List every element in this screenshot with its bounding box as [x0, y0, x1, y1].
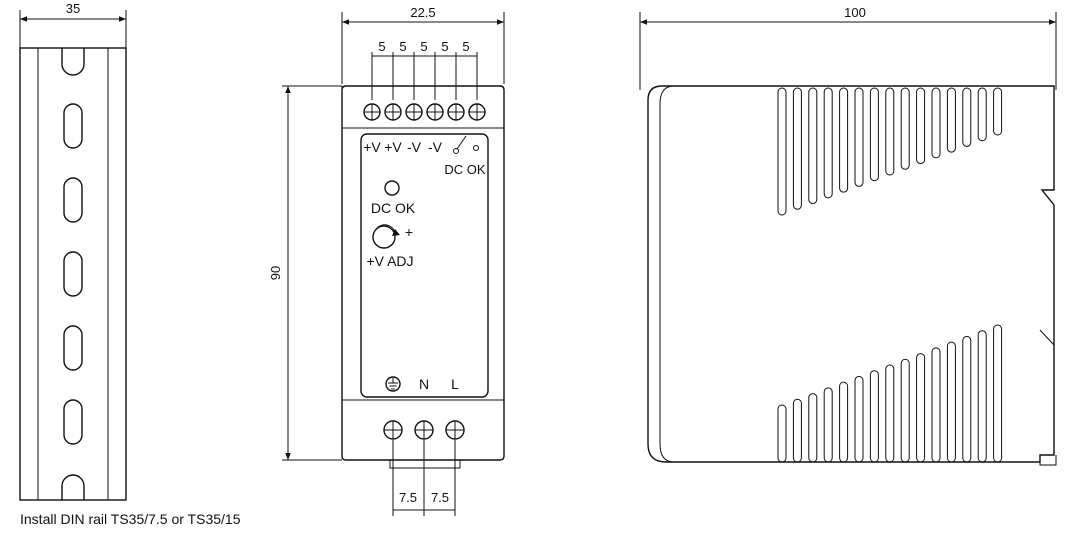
ventilation-slot: [916, 353, 926, 463]
front-view: 22.5 5 5 5 5 5 90: [268, 5, 505, 516]
terminal-screw-icon: [405, 103, 423, 121]
ventilation-slot: [946, 341, 956, 463]
led-indicator-icon: [384, 180, 400, 196]
terminal-screw-icon: [447, 103, 465, 121]
pitch-label: 5: [399, 39, 406, 54]
ventilation-slot: [900, 358, 910, 463]
output-label: -V: [407, 139, 422, 155]
ventilation-slot: [977, 87, 987, 142]
ventilation-slot: [823, 387, 833, 463]
ventilation-slot: [808, 87, 818, 205]
ventilation-slot: [869, 370, 879, 463]
side-front-bezel: [659, 85, 675, 463]
ventilation-slot: [839, 381, 849, 463]
ventilation-slots: [777, 87, 1003, 463]
side-view: 100: [639, 5, 1057, 466]
ventilation-slot: [777, 87, 787, 216]
ventilation-slot: [931, 87, 941, 159]
ventilation-slot: [900, 87, 910, 170]
input-label-n: N: [419, 376, 429, 392]
terminal-screw-icon: [414, 420, 434, 440]
ventilation-slot: [993, 324, 1003, 463]
ventilation-slot: [885, 87, 895, 176]
ventilation-slot: [854, 87, 864, 187]
din-rail-slot: [63, 325, 83, 371]
terminal-screw-icon: [363, 103, 381, 121]
terminal-screw-icon: [426, 103, 444, 121]
output-label: +V: [363, 139, 381, 155]
din-rail-view: 35 Install DIN rail TS35/7.5 or TS35/15: [19, 1, 241, 527]
potentiometer-icon: [372, 224, 400, 249]
front-width-label: 22.5: [410, 5, 435, 20]
ventilation-slot: [962, 87, 972, 147]
ventilation-slot: [946, 87, 956, 153]
side-latch: [1039, 329, 1055, 346]
din-clip: [389, 460, 461, 469]
pitch-label: 5: [420, 39, 427, 54]
relay-switch-icon: [453, 135, 479, 154]
ventilation-slot: [792, 398, 802, 463]
ventilation-slot: [962, 335, 972, 463]
side-din-clip: [1039, 455, 1057, 466]
side-housing: [647, 85, 1055, 463]
din-rail-slot: [63, 103, 83, 149]
din-rail-width-label: 35: [66, 1, 80, 16]
terminal-pitch-dimension-top: 5 5 5 5 5: [371, 39, 478, 100]
terminal-screw-icon: [445, 420, 465, 440]
pitch-label: 7.5: [399, 490, 417, 505]
ventilation-slot: [854, 375, 864, 463]
din-rail-caption: Install DIN rail TS35/7.5 or TS35/15: [20, 511, 241, 527]
ventilation-slot: [869, 87, 879, 182]
output-label: -V: [428, 139, 443, 155]
ground-icon: [385, 376, 401, 392]
din-rail-top-notch: [61, 48, 85, 76]
ventilation-slot: [993, 87, 1003, 136]
input-label-l: L: [451, 376, 459, 392]
din-rail-slot: [63, 251, 83, 297]
terminal-screw-icon: [384, 103, 402, 121]
ventilation-slot: [808, 393, 818, 463]
ventilation-slot: [931, 347, 941, 463]
pitch-label: 5: [462, 39, 469, 54]
din-rail-bottom-notch: [61, 474, 85, 500]
ventilation-slot: [885, 364, 895, 463]
top-terminal-block: [341, 86, 504, 129]
adj-plus-label: +: [405, 224, 413, 240]
label-panel: [360, 133, 489, 398]
pitch-label: 5: [378, 39, 385, 54]
front-height-label: 90: [268, 266, 283, 280]
pitch-label: 5: [441, 39, 448, 54]
din-rail-slot: [63, 399, 83, 445]
ventilation-slot: [792, 87, 802, 210]
relay-label: DC OK: [444, 162, 486, 177]
ventilation-slot: [839, 87, 849, 193]
ventilation-slot: [777, 404, 787, 463]
led-label: DC OK: [371, 200, 416, 216]
side-depth-label: 100: [844, 5, 866, 20]
ventilation-slot: [823, 87, 833, 199]
pitch-label: 7.5: [431, 490, 449, 505]
ventilation-slot: [916, 87, 926, 165]
terminal-screw-icon: [468, 103, 486, 121]
adj-label: +V ADJ: [366, 253, 413, 269]
din-rail-body: [19, 47, 127, 501]
ventilation-slot: [977, 330, 987, 463]
din-rail-slot: [63, 177, 83, 223]
terminal-screw-icon: [383, 420, 403, 440]
output-label: +V: [384, 139, 402, 155]
terminal-pitch-dimension-bottom: 7.5 7.5: [392, 440, 456, 516]
